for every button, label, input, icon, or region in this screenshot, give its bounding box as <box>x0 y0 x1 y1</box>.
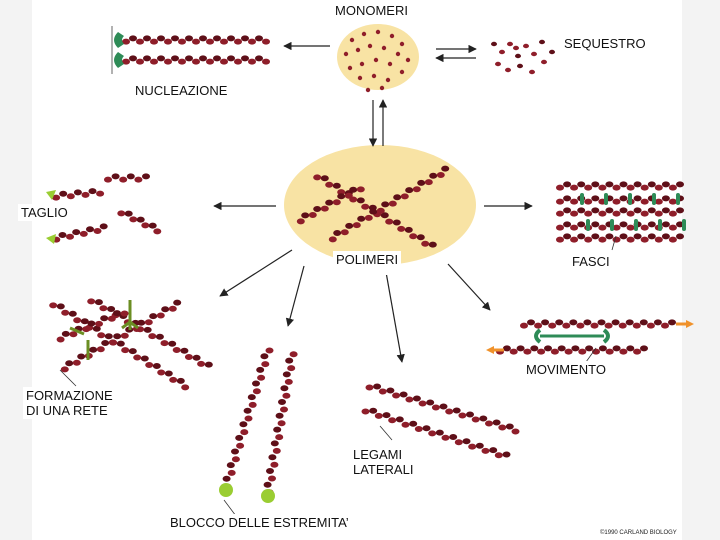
polymer-filament <box>296 186 365 225</box>
label-monomeri: MONOMERI <box>332 2 411 19</box>
nucleation-filament <box>122 35 270 45</box>
monomer-dots <box>343 29 411 93</box>
polymer-filament <box>328 165 450 243</box>
bundle-filament <box>556 181 684 191</box>
arrow-to-rete <box>219 249 293 297</box>
label-legami-laterali: LEGAMI LATERALI <box>350 446 417 478</box>
lateral-filament <box>365 383 520 435</box>
severed-filament <box>52 188 105 201</box>
capped-filament <box>222 347 274 490</box>
actin-filaments <box>49 35 684 496</box>
motor-proteins <box>486 320 694 354</box>
label-formazione-rete: FORMAZIONE DI UNA RETE <box>23 387 116 419</box>
label-movimento: MOVIMENTO <box>523 361 609 378</box>
movement-filament <box>520 319 676 329</box>
capping-proteins <box>219 483 275 503</box>
severed-filament <box>104 173 150 183</box>
label-nucleazione: NUCLEAZIONE <box>132 82 231 99</box>
label-fasci: FASCI <box>550 251 652 277</box>
label-leaders <box>59 235 617 517</box>
network-filament <box>49 302 190 391</box>
label-sequestro: SEQUESTRO <box>561 35 649 52</box>
polymer-filament <box>313 174 437 248</box>
copyright-credit: ©1990 CARLAND BIOLOGY <box>600 530 677 536</box>
network-crosslinkers <box>69 300 139 360</box>
bundle-crosslinkers <box>580 193 686 231</box>
label-taglio: TAGLIO <box>18 204 71 221</box>
nucleation-proteins <box>111 26 124 74</box>
severed-filament <box>52 223 108 243</box>
monomer-pool-disc <box>337 24 419 90</box>
bundle-filament <box>556 233 684 243</box>
movement-filament <box>496 345 648 355</box>
severed-filament <box>117 210 162 235</box>
nucleation-filament <box>122 55 270 65</box>
severing-proteins <box>46 190 56 244</box>
arrow-to-blocco <box>285 265 305 327</box>
label-blocco-estremita: BLOCCO DELLE ESTREMITA’ <box>167 514 352 531</box>
label-polimeri: POLIMERI <box>333 251 402 275</box>
arrow-to-legami <box>385 271 405 363</box>
sequestered-monomers <box>491 39 555 75</box>
bundle-filament <box>556 207 684 217</box>
polymer-pool-disc <box>284 145 476 265</box>
lateral-filament <box>361 407 511 459</box>
arrows <box>213 41 533 363</box>
arrow-to-movimento <box>447 263 491 311</box>
network-filament <box>56 310 129 343</box>
